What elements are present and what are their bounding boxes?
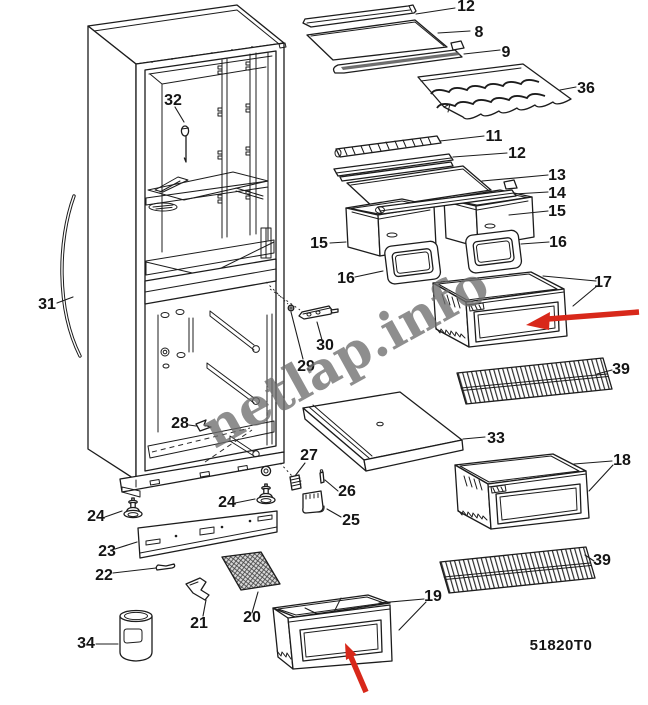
callout-15-left: 15 — [310, 235, 328, 252]
callout-8: 8 — [475, 24, 484, 41]
part-25-bracket — [303, 491, 324, 513]
callout-33: 33 — [487, 430, 505, 447]
part-21-bracket — [186, 578, 209, 600]
part-23-plinth — [138, 511, 277, 558]
callout-30: 30 — [316, 337, 334, 354]
callout-28: 28 — [171, 415, 189, 432]
callout-24-left: 24 — [87, 508, 105, 525]
red-arrow-part17 — [526, 312, 639, 330]
part-14-front-rail — [376, 180, 518, 214]
freezer-compartment-interior — [148, 310, 274, 463]
callout-21: 21 — [190, 615, 208, 632]
part-27-block — [290, 475, 301, 490]
part-28-clip — [196, 420, 211, 431]
callout-20: 20 — [243, 609, 261, 626]
callout-15-right: 15 — [548, 203, 566, 220]
part-12-mid-trim — [334, 154, 453, 181]
part-29-grommet — [288, 305, 294, 311]
part-26-pin — [320, 470, 324, 483]
red-arrow-part19 — [345, 643, 366, 692]
callout-39-top: 39 — [612, 361, 630, 378]
compartment-divider — [145, 259, 276, 304]
callout-23: 23 — [98, 543, 116, 560]
part-18-freezer-drawer — [454, 453, 590, 530]
part-12-top-trim — [303, 5, 416, 27]
callout-12-top: 12 — [457, 0, 475, 15]
part-9-shelf-trim — [334, 41, 464, 73]
callout-16-right: 16 — [549, 234, 567, 251]
callout-39-bottom: 39 — [593, 552, 611, 569]
callout-26: 26 — [338, 483, 356, 500]
refrigerator-cabinet — [62, 5, 286, 497]
part-19-freezer-drawer — [273, 595, 392, 669]
part-11-ribbed-strip — [335, 136, 441, 157]
part-39-wire-shelf-bottom — [439, 546, 596, 594]
part-16-front-left — [384, 241, 441, 285]
callout-13: 13 — [548, 167, 566, 184]
leader-lines — [57, 8, 613, 644]
callout-labels: 12 8 9 36 11 12 13 14 15 15 16 16 17 39 … — [38, 0, 631, 652]
callout-31: 31 — [38, 296, 56, 313]
fridge-compartment-interior — [146, 52, 274, 276]
callout-12-mid: 12 — [508, 145, 526, 162]
callout-22: 22 — [95, 567, 113, 584]
part-22-clip — [156, 564, 174, 570]
part-33-cover-shelf — [303, 392, 463, 471]
part-39-wire-shelf-top — [456, 357, 613, 405]
part-20-vent-grille — [222, 552, 280, 590]
callout-9: 9 — [502, 44, 511, 61]
callout-27: 27 — [300, 447, 318, 464]
callout-19: 19 — [424, 588, 442, 605]
callout-24-right: 24 — [218, 494, 236, 511]
callout-16-left: 16 — [337, 270, 355, 287]
callout-18: 18 — [613, 452, 631, 469]
part-8-glass-shelf — [307, 20, 447, 60]
assembly-dotted-links — [266, 282, 300, 476]
part-24-foot-left — [123, 497, 143, 519]
callout-11: 11 — [486, 128, 503, 145]
part-36-bottle-rack — [418, 64, 571, 119]
part-34-canister — [120, 611, 152, 662]
part-30-plate — [299, 306, 338, 319]
callout-14: 14 — [548, 185, 566, 202]
part-16-front-right — [465, 230, 522, 274]
callout-36: 36 — [577, 80, 595, 97]
callout-32: 32 — [164, 92, 182, 109]
part-13-glass-shelf — [347, 166, 491, 208]
callout-17: 17 — [594, 274, 612, 291]
part-32-sensor — [181, 126, 188, 162]
part-31-tube — [62, 196, 80, 356]
cabinet-base — [120, 452, 284, 497]
callout-34: 34 — [77, 635, 95, 652]
diagram-code: 51820T0 — [530, 637, 593, 654]
callout-25: 25 — [342, 512, 360, 529]
part-24-foot-right — [256, 483, 276, 505]
callout-29: 29 — [297, 358, 315, 375]
